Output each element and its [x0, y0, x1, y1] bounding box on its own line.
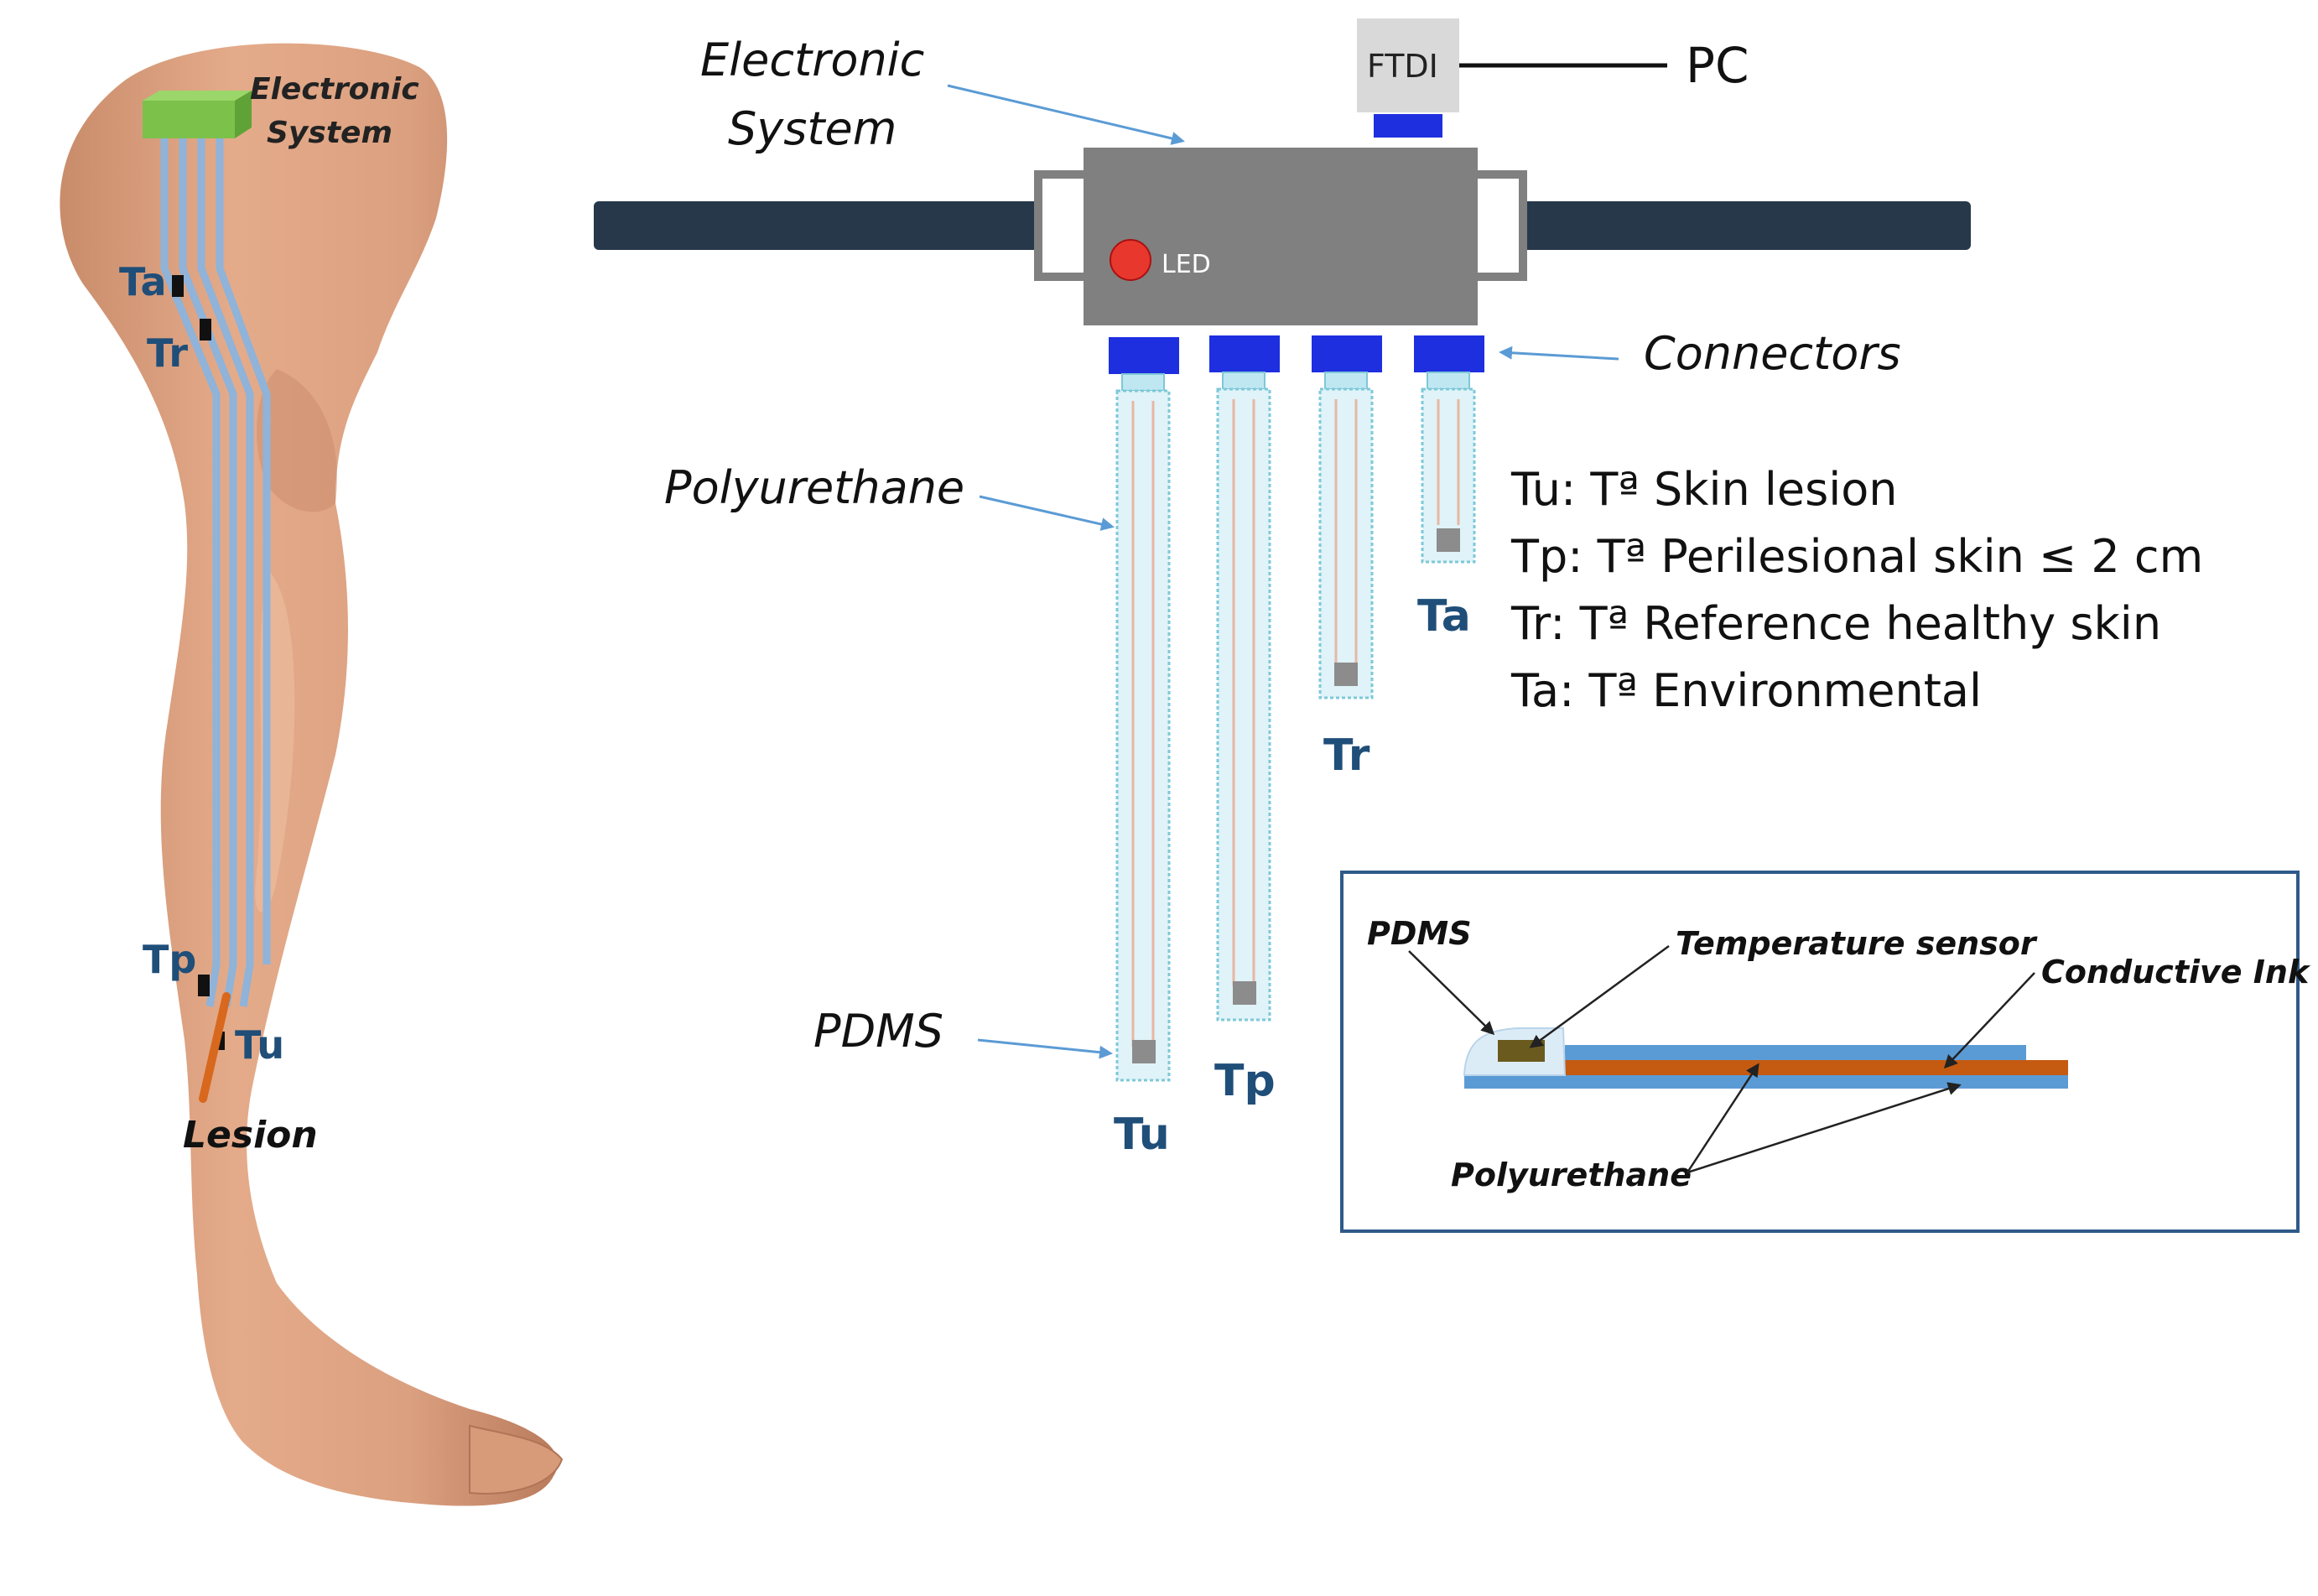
strip-label-tr: Tr [1323, 730, 1370, 781]
leg-sensor-tr [200, 319, 211, 341]
connectors-arrow [1499, 346, 1619, 361]
sensor-chip-tp [1233, 981, 1256, 1005]
inset-conductive-ink-label: Conductive Ink [2041, 954, 2311, 990]
pu-bottom-layer [1464, 1075, 2068, 1089]
inset-temp-sensor-label: Temperature sensor [1676, 925, 2038, 962]
leg-module-label-line1: Electronic [250, 72, 419, 107]
leg-label-ta: Ta [119, 259, 167, 304]
strip-tu [1115, 373, 1171, 1082]
leg-cables [160, 138, 271, 1007]
foot-toes [469, 1424, 564, 1495]
leg-sensor-tu [216, 1032, 225, 1050]
connectors-label: Connectors [1644, 327, 1901, 380]
pdms-arrow [977, 1038, 1113, 1059]
ftdi-label: FTDI [1367, 48, 1438, 85]
legend-tp: Tp: Tª Perilesional skin ≤ 2 cm [1510, 530, 2203, 583]
connector-ta [1414, 335, 1484, 372]
inset-polyurethane-label: Polyurethane [1451, 1157, 1692, 1193]
strip-ta [1421, 372, 1476, 564]
sensor-chip-tu [1132, 1040, 1156, 1063]
electronic-system-arrow [947, 84, 1185, 145]
strip-label-tu: Tu [1114, 1110, 1170, 1160]
leg-sensor-tp [198, 975, 210, 996]
pc-label: PC [1686, 37, 1749, 94]
housing [1084, 148, 1478, 325]
legend-ta: Ta: Tª Environmental [1510, 664, 1982, 717]
leg-illustration: Electronic System Ta Tr Tp Tu Lesion [60, 43, 564, 1506]
callouts: Polyurethane PDMS [664, 461, 1115, 1059]
leg-sensor-ta [172, 275, 184, 297]
led-label: LED [1162, 250, 1211, 279]
strip-label-ta: Ta [1417, 591, 1471, 642]
pu-top-layer [1565, 1045, 2026, 1060]
strip-label-tp: Tp [1214, 1056, 1276, 1106]
leg-label-lesion: Lesion [183, 1114, 318, 1157]
connectors: Connectors [1109, 327, 1901, 380]
left-clip [1034, 170, 1094, 281]
lesion-mark [199, 992, 231, 1103]
polyurethane-label: Polyurethane [664, 461, 964, 514]
electronic-system-label-line1: Electronic [700, 34, 924, 86]
inset-cross-section: PDMS Temperature sensor Conductive Ink P… [1340, 871, 2311, 1233]
inset-pdms-label: PDMS [1367, 915, 1472, 952]
knee-shadow [257, 369, 337, 512]
strip-tr [1318, 372, 1374, 699]
legend-tr: Tr: Tª Reference healthy skin [1510, 597, 2161, 650]
connector-tu [1109, 337, 1179, 374]
polyurethane-arrow [979, 495, 1115, 531]
connector-tr [1312, 335, 1382, 372]
ftdi-box [1357, 18, 1459, 112]
ftdi-connector [1374, 114, 1442, 138]
sensor-chip-tr [1334, 663, 1358, 686]
strip-tp [1216, 372, 1271, 1022]
pdms-label: PDMS [813, 1005, 943, 1058]
leg-silhouette [60, 43, 559, 1506]
legend: Tu: Tª Skin lesion Tp: Tª Perilesional s… [1510, 463, 2203, 717]
leg-label-tu: Tu [235, 1022, 284, 1068]
leg-label-tr: Tr [147, 330, 188, 376]
sensor-chip-ta [1437, 528, 1460, 552]
right-bar [1494, 201, 1971, 250]
legend-tu: Tu: Tª Skin lesion [1510, 463, 1898, 516]
left-bar [594, 201, 1063, 250]
sensor-strips: Tu Tp Tr Ta [1114, 372, 1476, 1160]
connector-tp [1209, 335, 1280, 372]
led-indicator [1110, 239, 1151, 281]
right-clip [1467, 170, 1527, 281]
ink-layer [1496, 1060, 2068, 1075]
electronic-system-label-line2: System [728, 102, 897, 155]
leg-module-block [143, 101, 235, 138]
leg-module-label-line2: System [267, 116, 392, 150]
electronic-system: LED FTDI PC Electronic System [594, 18, 1971, 325]
leg-label-tp: Tp [143, 937, 196, 982]
